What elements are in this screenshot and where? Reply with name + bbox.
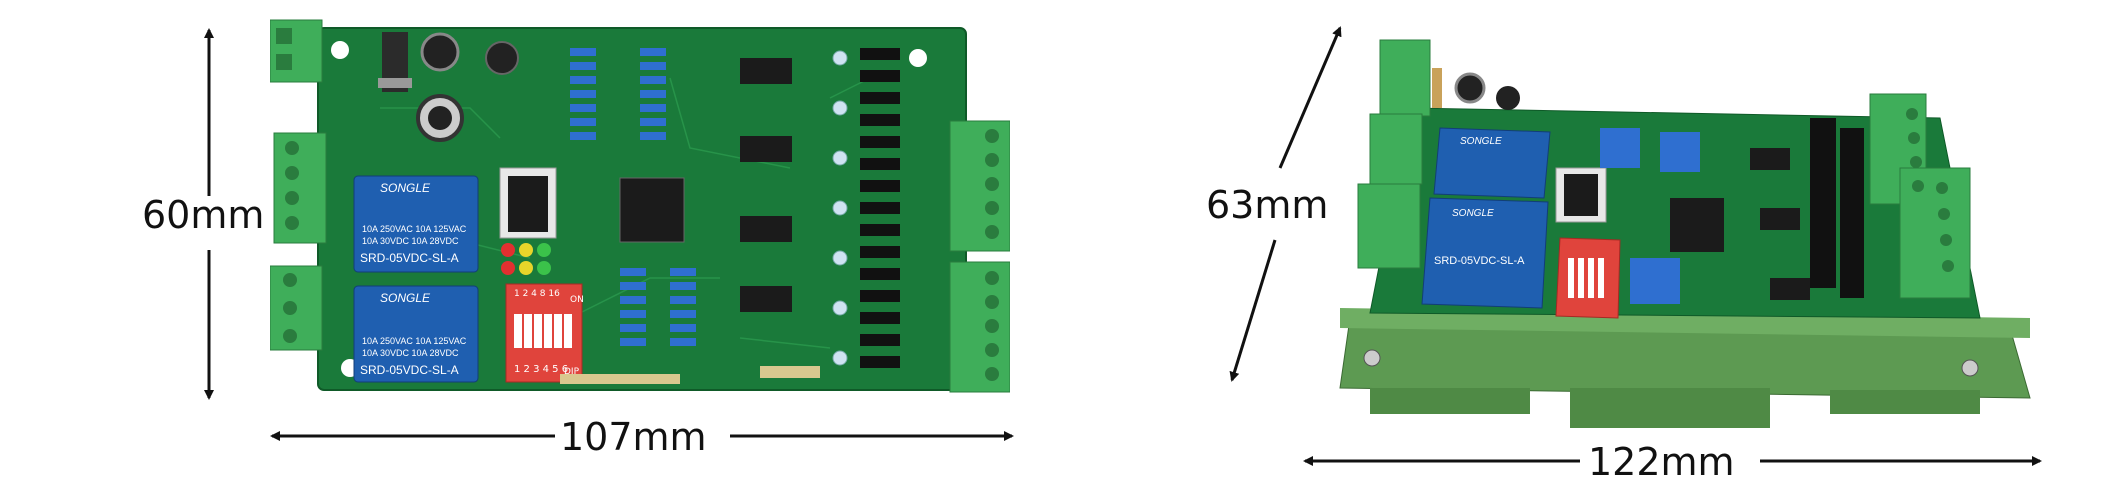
width-label-right: 122mm <box>1588 440 1735 484</box>
resistor-array-top <box>570 48 666 140</box>
dip-switch: 1 2 3 4 5 6 ON DIP 1 2 4 8 16 <box>505 283 584 383</box>
svg-text:10A 30VDC 10A 28VDC: 10A 30VDC 10A 28VDC <box>362 236 459 246</box>
relay-2: SONGLE 10A 250VAC 10A 125VAC 10A 30VDC 1… <box>353 285 479 383</box>
height-label-right: 63mm <box>1206 183 1329 227</box>
height-arrow-right <box>1278 26 1342 169</box>
terminal-block-left-middle <box>273 132 327 244</box>
relay-right-1: SONGLE <box>1433 127 1551 199</box>
svg-text:10A 250VAC 10A 125VAC: 10A 250VAC 10A 125VAC <box>362 336 467 346</box>
sensor-caps <box>832 50 848 366</box>
svg-text:10A 250VAC 10A 125VAC: 10A 250VAC 10A 125VAC <box>362 224 467 234</box>
pcb-board-top-view: SONGLE 10A 250VAC 10A 125VAC 10A 30VDC 1… <box>270 19 1010 393</box>
terminal-block-right-top <box>949 120 1010 252</box>
terminal-block-left-top <box>270 19 323 83</box>
relay-1: SONGLE 10A 250VAC 10A 125VAC 10A 30VDC 1… <box>353 175 479 273</box>
terminal-block-left-bottom <box>270 265 323 351</box>
svg-text:SONGLE: SONGLE <box>1460 136 1502 147</box>
svg-text:1 2 3 4 5 6: 1 2 3 4 5 6 <box>514 364 568 375</box>
relay-right-2: SONGLE SRD-05VDC-SL-A <box>1421 197 1549 309</box>
resistor-array-bottom <box>620 268 696 346</box>
svg-text:SONGLE: SONGLE <box>380 291 431 305</box>
svg-text:SRD-05VDC-SL-A: SRD-05VDC-SL-A <box>360 363 459 377</box>
svg-text:SONGLE: SONGLE <box>1452 208 1494 219</box>
svg-text:10A 30VDC 10A 28VDC: 10A 30VDC 10A 28VDC <box>362 348 459 358</box>
width-label-left: 107mm <box>560 415 707 459</box>
svg-text:SRD-05VDC-SL-A: SRD-05VDC-SL-A <box>1434 255 1525 267</box>
led-array <box>501 243 551 275</box>
pcb-board-din-rail-view: SONGLE SONGLE SRD-05VDC-SL-A <box>1339 39 2031 428</box>
mcu-chip <box>619 177 685 243</box>
height-label-left: 60mm <box>142 193 265 237</box>
svg-text:ON: ON <box>570 295 584 305</box>
svg-text:SONGLE: SONGLE <box>380 181 431 195</box>
svg-text:DIP: DIP <box>564 367 580 377</box>
terminal-block-right-bottom <box>949 261 1010 393</box>
svg-text:1 2 4 8 16: 1 2 4 8 16 <box>514 289 560 299</box>
svg-text:SRD-05VDC-SL-A: SRD-05VDC-SL-A <box>360 251 459 265</box>
jumper-header-column <box>860 48 900 368</box>
